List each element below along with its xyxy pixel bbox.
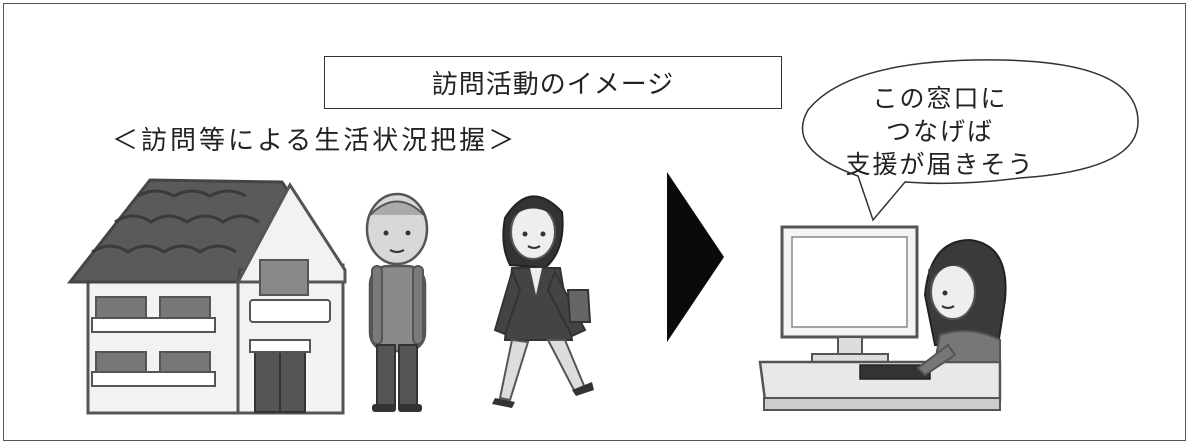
speech-bubble — [801, 59, 1139, 222]
speech-bubble-line: この窓口に — [872, 84, 1008, 113]
elderly-man-illustration — [365, 192, 429, 412]
computer-monitor-illustration — [758, 225, 1002, 411]
diagram-subtitle: ＜訪問等による生活状況把握＞ — [112, 126, 518, 156]
office-worker-illustration — [916, 238, 1007, 377]
visiting-woman-illustration — [492, 195, 594, 408]
arrow-right-icon — [667, 172, 724, 342]
diagram-title: 訪問活動のイメージ — [324, 56, 782, 109]
speech-bubble-line: 支援が届きそう — [845, 150, 1035, 179]
house-illustration — [66, 178, 347, 415]
speech-bubble-text: この窓口に つなげば 支援が届きそう — [820, 82, 1060, 181]
speech-bubble-line: つなげば — [885, 117, 994, 146]
